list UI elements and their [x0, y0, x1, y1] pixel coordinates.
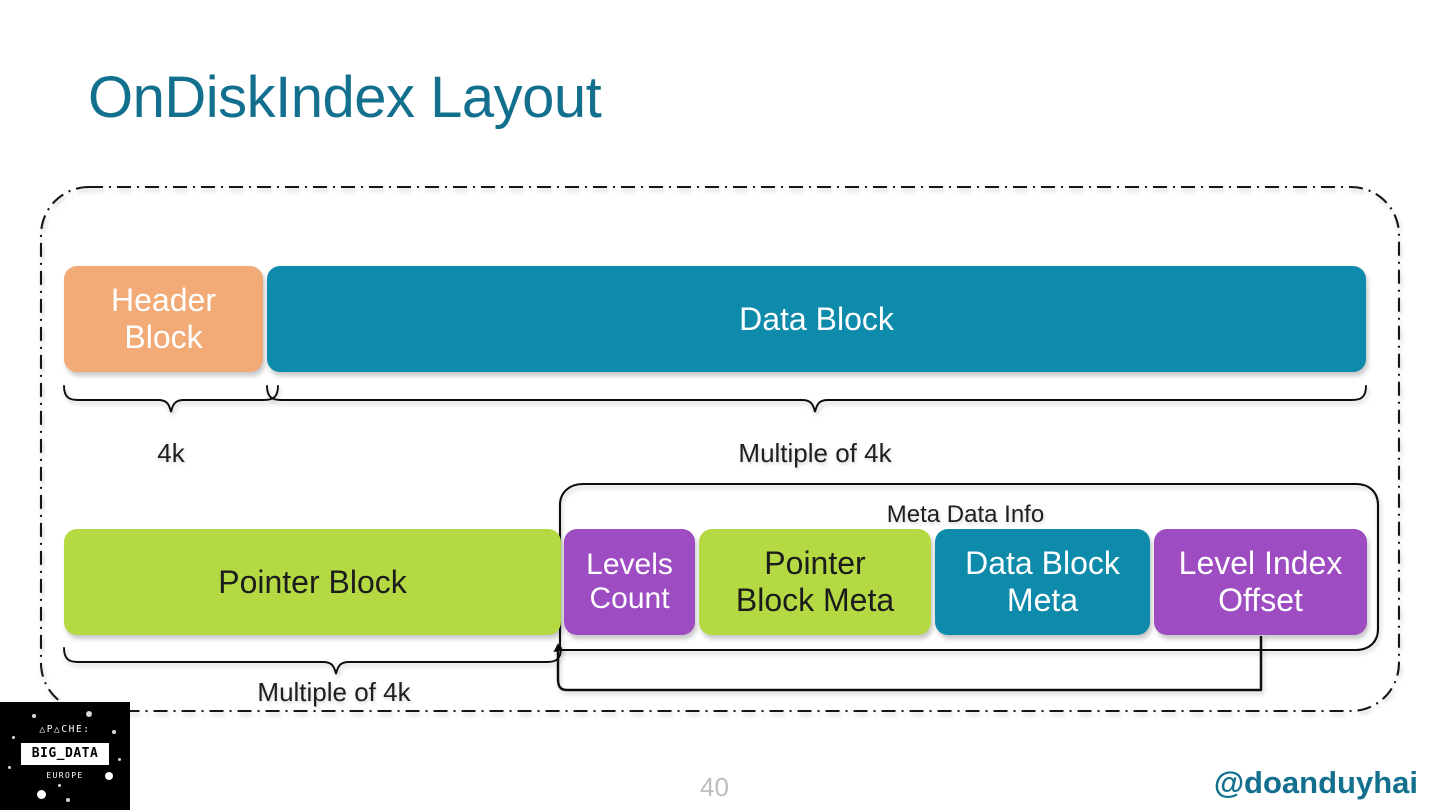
page-number: 40: [700, 772, 729, 802]
logo-star: [8, 766, 11, 769]
logo-star: [112, 730, 116, 734]
brace-header-block: [63, 385, 279, 413]
size-label-pointer-block-multiple-of-4k: Multiple of 4k: [257, 677, 411, 707]
block-header-block[interactable]: Header Block: [64, 266, 263, 372]
logo-star: [66, 798, 70, 802]
logo-star: [37, 790, 46, 799]
block-pointer-block[interactable]: Pointer Block: [64, 529, 561, 635]
outer-dashdot-container: [39, 185, 1401, 713]
logo-text-apache: △P△CHE:: [39, 724, 91, 735]
block-data-block-meta[interactable]: Data Block Meta: [935, 529, 1150, 635]
meta-data-info-outline: [558, 482, 1380, 652]
block-levels-count[interactable]: Levels Count: [564, 529, 695, 635]
brace-data-block: [266, 385, 1367, 413]
brace-pointer-block: [63, 647, 562, 675]
meta-data-info-label: Meta Data Info: [886, 501, 1045, 528]
logo-text-bigdata: BIG_DATA: [21, 743, 109, 765]
block-level-index-offset[interactable]: Level Index Offset: [1154, 529, 1367, 635]
logo-text-europe: EUROPE: [46, 771, 84, 780]
logo-star: [58, 784, 61, 787]
block-pointer-block-meta[interactable]: Pointer Block Meta: [699, 529, 931, 635]
level-index-offset-connector: [553, 636, 1263, 692]
logo-star: [12, 736, 15, 739]
author-handle: @doanduyhai: [1213, 765, 1418, 800]
logo-star: [32, 714, 36, 718]
block-data-block[interactable]: Data Block: [267, 266, 1366, 372]
page-title: OnDiskIndex Layout: [88, 65, 602, 130]
apache-bigdata-europe-logo: △P△CHE: BIG_DATA EUROPE: [0, 702, 130, 810]
size-label-data-block-multiple-of-4k: Multiple of 4k: [738, 438, 892, 468]
logo-star: [105, 772, 113, 780]
logo-star: [118, 758, 121, 761]
size-label-4k: 4k: [157, 438, 185, 468]
logo-star: [86, 711, 92, 717]
